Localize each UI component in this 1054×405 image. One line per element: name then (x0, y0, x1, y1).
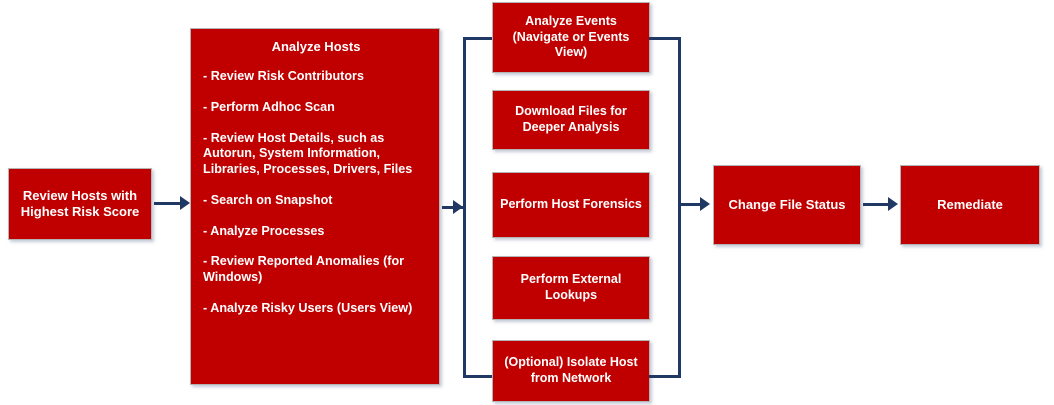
node-analyze-events[interactable]: Analyze Events (Navigate or Events View) (492, 2, 650, 73)
connector-change-file-status-to-remediate (863, 203, 889, 206)
node-perform-external-lookups-label: Perform External Lookups (520, 272, 622, 302)
analyze-hosts-item-4: - Search on Snapshot (203, 192, 333, 207)
node-review-hosts-highest-risk[interactable]: Review Hosts with Highest Risk Score (8, 168, 152, 240)
node-change-file-status[interactable]: Change File Status (713, 165, 861, 245)
arrowhead-start-to-analyze-hosts (180, 196, 190, 210)
analyze-hosts-item-2: - Perform Adhoc Scan (203, 99, 335, 114)
connector-fanout-top-branch (463, 37, 494, 40)
connector-fanout-bottom-branch (463, 375, 494, 378)
node-analyze-hosts-title: Analyze Hosts (271, 39, 361, 54)
node-remediate[interactable]: Remediate (900, 165, 1040, 245)
node-isolate-host-label: (Optional) Isolate Host from Network (504, 355, 638, 385)
node-isolate-host[interactable]: (Optional) Isolate Host from Network (492, 340, 650, 402)
connector-fanin-top-branch (649, 37, 681, 40)
connector-start-to-analyze-hosts (154, 202, 182, 205)
connector-fanin-spine (678, 37, 681, 378)
node-change-file-status-label: Change File Status (728, 196, 846, 212)
node-remediate-label: Remediate (937, 196, 1003, 212)
connector-fanin-to-change-file-status (678, 203, 702, 206)
arrowhead-fanin-to-change-file-status (700, 197, 710, 211)
node-download-files-label: Download Files for Deeper Analysis (515, 104, 627, 134)
analyze-hosts-item-5: - Analyze Processes (203, 223, 325, 238)
node-download-files[interactable]: Download Files for Deeper Analysis (492, 90, 650, 150)
arrowhead-change-file-status-to-remediate (888, 197, 898, 211)
analyze-hosts-item-7: - Analyze Risky Users (Users View) (203, 300, 413, 315)
analyze-hosts-item-3: - Review Host Details, such as Autorun, … (203, 130, 413, 177)
analyze-hosts-item-1: - Review Risk Contributors (203, 69, 364, 84)
connector-fanin-bottom-branch (649, 375, 681, 378)
arrowhead-analyze-hosts-to-fanout (453, 200, 463, 214)
connector-fanout-spine (463, 37, 466, 378)
node-review-hosts-highest-risk-label: Review Hosts with Highest Risk Score (20, 187, 140, 219)
node-perform-host-forensics[interactable]: Perform Host Forensics (492, 172, 650, 238)
node-analyze-hosts[interactable]: Analyze Hosts - Review Risk Contributors… (190, 28, 440, 385)
node-perform-host-forensics-label: Perform Host Forensics (500, 197, 642, 212)
analyze-hosts-item-6: - Review Reported Anomalies (for Windows… (203, 254, 405, 285)
node-perform-external-lookups[interactable]: Perform External Lookups (492, 256, 650, 320)
node-analyze-events-label: Analyze Events (Navigate or Events View) (512, 14, 630, 60)
